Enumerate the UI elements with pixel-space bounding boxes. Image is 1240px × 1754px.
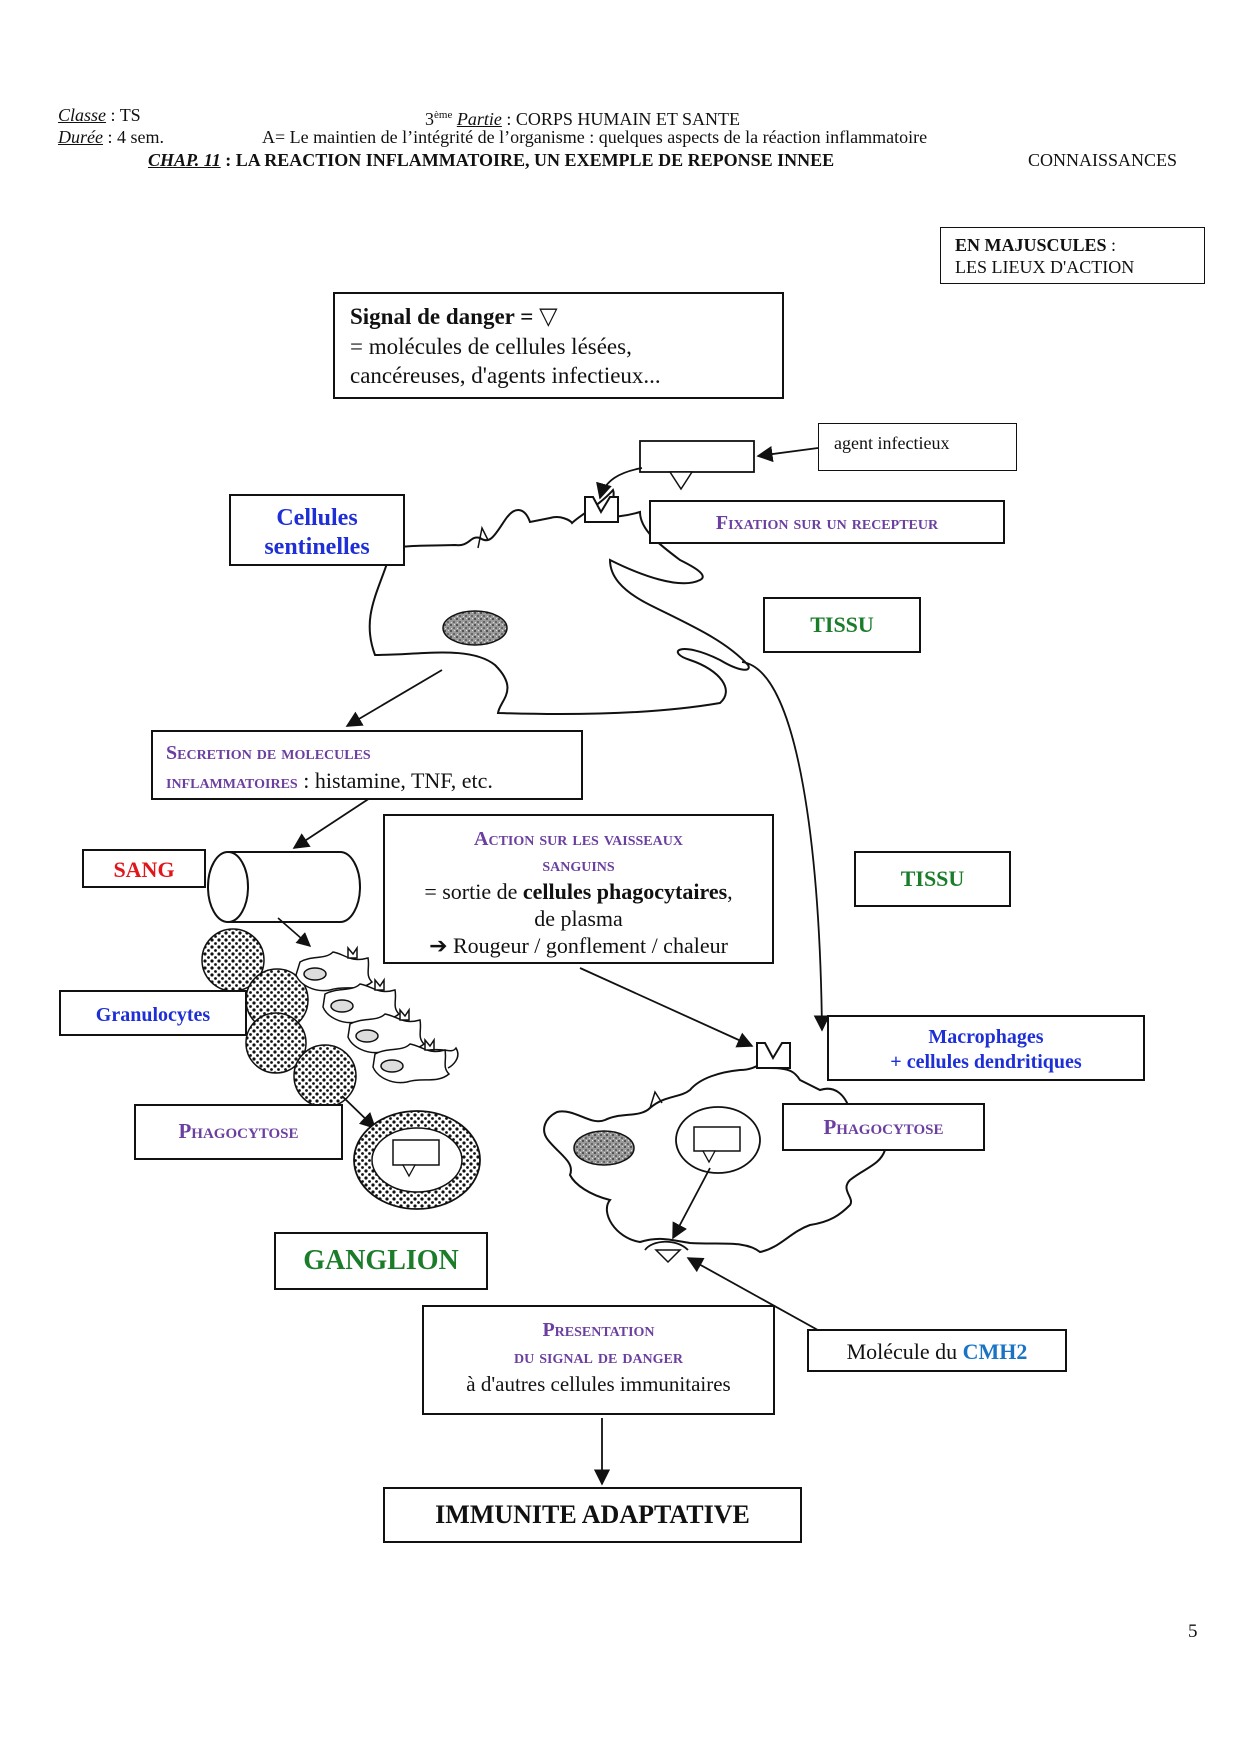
fixation-box: Fixation sur un recepteur — [649, 500, 1005, 544]
arrow-to-macrophages — [741, 661, 830, 1032]
macrophage-receptor — [756, 1042, 791, 1069]
presentation-box: Presentation du signal de danger à d'aut… — [422, 1305, 775, 1415]
arrow-to-receptor — [596, 467, 643, 500]
cell-membrane-arrow — [477, 525, 489, 549]
secretion-box: Secretion de molecules inflammatoires : … — [151, 730, 583, 800]
header-connaissances: CONNAISSANCES — [1028, 150, 1178, 170]
cmh-molecule — [644, 1240, 689, 1251]
signal-box: Signal de danger = ▽ = molécules de cell… — [333, 292, 784, 399]
header-subtitle: A= Le maintien de l’intégrité de l’organ… — [262, 127, 928, 147]
header-partie: 3ème Partie : CORPS HUMAIN ET SANTE — [425, 109, 741, 129]
macrophage-notch — [649, 1090, 663, 1109]
danger-triangle-icon: ▽ — [539, 304, 558, 330]
ganglion-box: GANGLION — [274, 1232, 488, 1290]
phagocytosis-box-right: Phagocytose — [782, 1103, 985, 1151]
header-classe: Classe : TS — [58, 105, 141, 125]
tissue-box-2: TISSU — [854, 851, 1011, 907]
arrow-to-blood — [292, 797, 371, 849]
sentinel-receptor — [584, 496, 619, 523]
sentinel-cell-outline — [368, 488, 750, 715]
arrow-action-macrophage — [579, 967, 754, 1048]
arrow-cmh-label — [686, 1257, 826, 1335]
tissue-box-1: TISSU — [763, 597, 921, 653]
cmh-box: Molécule du CMH2 — [807, 1329, 1067, 1372]
phagocytosis-box-left: Phagocytose — [134, 1104, 343, 1160]
blood-vessel-opening — [207, 851, 249, 923]
sentinel-box: Cellules sentinelles — [229, 494, 405, 566]
agent-box: agent infectieux — [818, 423, 1017, 471]
macrophage-outline — [543, 1058, 887, 1254]
page-number: 5 — [1188, 1621, 1198, 1642]
arrow-to-secretion — [345, 669, 443, 727]
sentinel-nucleus — [442, 610, 508, 646]
legend-box: EN MAJUSCULES : LES LIEUX D'ACTION — [940, 227, 1205, 284]
arrow-vessel-cells — [277, 917, 312, 947]
right-arrow-icon: ➔ — [429, 933, 448, 958]
granulocyte-4 — [293, 1044, 357, 1108]
blood-box: SANG — [82, 849, 206, 888]
granulocytes-box: Granulocytes — [59, 990, 247, 1036]
granulocyte-3 — [245, 1012, 307, 1074]
migrating-phagocytes — [295, 945, 459, 1084]
arrow-granulocyte-phago — [341, 1095, 377, 1130]
macrophages-box: Macrophages + cellules dendritiques — [827, 1015, 1145, 1081]
pathogen-triangle — [668, 471, 694, 491]
arrow-phagosome-cmh — [672, 1167, 711, 1240]
arrow-agent — [756, 446, 819, 463]
macrophage-nucleus — [573, 1130, 635, 1166]
action-box: Action sur les vaisseaux sanguins = sort… — [383, 814, 774, 964]
adaptive-immunity-box: IMMUNITE ADAPTATIVE — [383, 1487, 802, 1543]
header-chapter: CHAP. 11 : LA REACTION INFLAMMATOIRE, UN… — [148, 150, 835, 170]
pathogen-rect — [639, 440, 755, 473]
blood-vessel — [228, 851, 361, 923]
header-duree: Durée : 4 sem. — [58, 127, 164, 147]
